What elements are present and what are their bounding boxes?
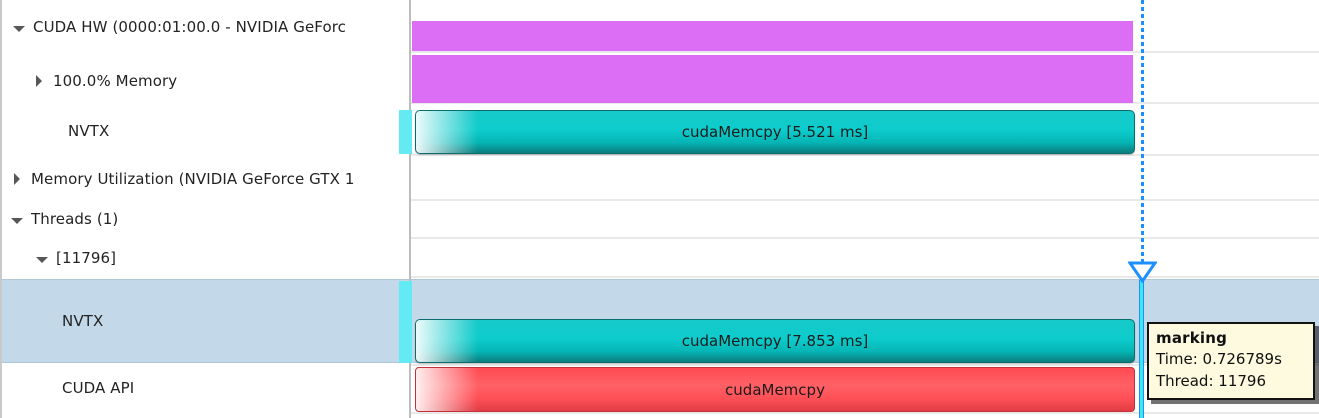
tree-row-label: [11796] [56,249,117,267]
marker-line-lower[interactable] [1139,280,1144,418]
marker-tooltip: marking Time: 0.726789s Thread: 11796 [1147,322,1315,400]
tree-row-gpu-nvtx[interactable]: NVTX [2,116,409,146]
selection-edge-marker-thread [399,281,412,363]
marker-triangle-icon[interactable] [1127,261,1158,284]
tree-row-label: NVTX [68,122,110,140]
timeline-bar-cuda-hw-memory[interactable] [412,21,1133,51]
timeline-bar-label: cudaMemcpy [5.521 ms] [681,123,869,141]
tooltip-time: Time: 0.726789s [1156,350,1282,369]
tree-row-label: Threads (1) [31,210,119,228]
chevron-down-icon[interactable] [35,252,48,265]
bar-left-fade [416,111,478,153]
tree-row-memory[interactable]: 100.0% Memory [2,66,409,96]
bar-left-fade [416,320,478,362]
row-separator [411,276,1319,278]
marker-line-upper[interactable] [1141,0,1144,264]
chevron-right-icon[interactable] [32,74,45,88]
tree-row-label: Memory Utilization (NVIDIA GeForce GTX 1 [31,170,355,188]
row-separator [411,412,1319,414]
timeline-bar-thread-nvtx-cudamemcpy[interactable]: cudaMemcpy [7.853 ms] [415,319,1135,363]
chevron-down-icon[interactable] [12,21,25,34]
row-separator [411,237,1319,239]
row-separator [411,154,1319,156]
tree-row-cuda-hw[interactable]: CUDA HW (0000:01:00.0 - NVIDIA GeForc [2,12,409,42]
chevron-right-icon[interactable] [10,172,23,186]
tree-row-label: NVTX [62,312,104,330]
timeline-bar-gpu-nvtx-cudamemcpy[interactable]: cudaMemcpy [5.521 ms] [415,110,1135,154]
row-separator [411,51,1319,53]
tree-row-label: 100.0% Memory [53,72,178,90]
tooltip-title: marking [1156,329,1228,347]
row-separator [411,102,1319,104]
tree-row-threads[interactable]: Threads (1) [2,204,409,234]
tree-row-memory-utilization[interactable]: Memory Utilization (NVIDIA GeForce GTX 1 [2,164,409,194]
bar-left-fade [416,368,478,411]
tree-row-label: CUDA API [62,379,135,397]
selection-edge-marker-gpu [399,110,412,154]
timeline-bar-cuda-api-cudamemcpy[interactable]: cudaMemcpy [415,367,1135,412]
tooltip-thread: Thread: 11796 [1156,371,1266,390]
timeline-bar-memory[interactable] [412,55,1133,103]
timeline-tree-pane[interactable]: CUDA HW (0000:01:00.0 - NVIDIA GeForc 10… [2,0,411,418]
timeline-bar-label: cudaMemcpy [725,380,825,399]
tree-row-thread-11796[interactable]: [11796] [2,243,409,273]
row-separator [411,364,1319,366]
tree-row-cuda-api[interactable]: CUDA API [2,364,409,412]
timeline-bar-label: cudaMemcpy [7.853 ms] [681,332,869,350]
tree-row-label: CUDA HW (0000:01:00.0 - NVIDIA GeForc [33,18,347,36]
row-separator [411,199,1319,201]
tree-row-thread-nvtx[interactable]: NVTX [2,279,409,363]
tree-spacer [47,125,60,138]
timeline-pane[interactable]: cudaMemcpy [5.521 ms] cudaMemcpy [7.853 … [411,0,1319,418]
chevron-down-icon[interactable] [10,213,23,226]
